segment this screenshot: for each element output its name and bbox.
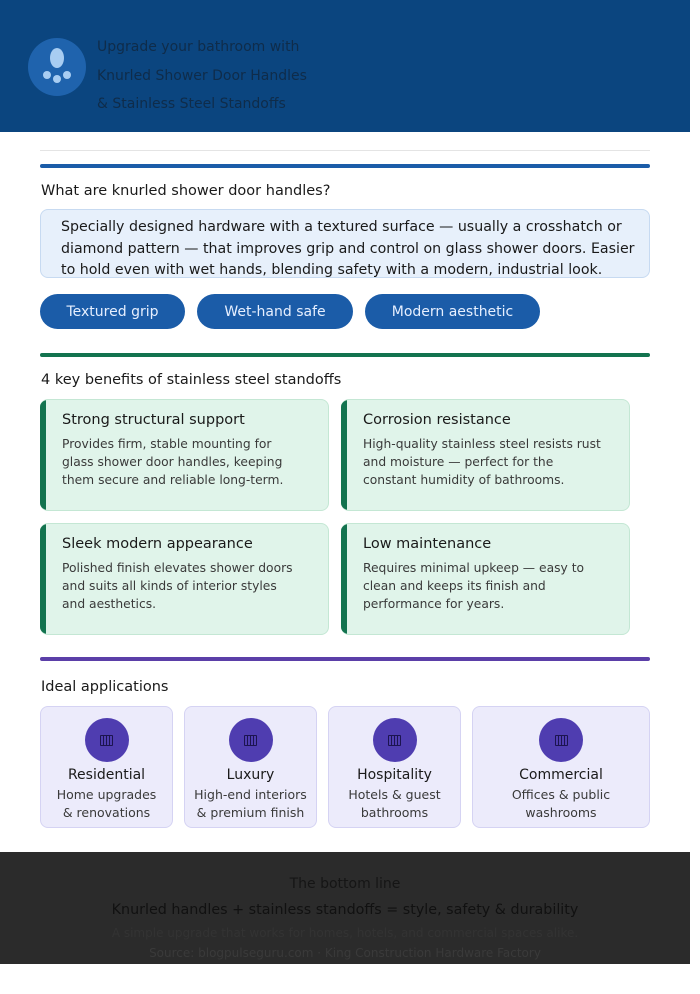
section-divider-purple <box>40 657 650 661</box>
benefit-card: Corrosion resistance High-quality stainl… <box>341 399 630 511</box>
section-heading-handles: What are knurled shower door handles? <box>41 183 331 199</box>
page-title: Upgrade your bathroom with Knurled Showe… <box>97 33 307 119</box>
section-divider-blue <box>40 164 650 168</box>
benefit-desc: Requires minimal upkeep — easy to clean … <box>363 561 585 612</box>
benefit-title: Low maintenance <box>363 536 492 552</box>
application-desc-line: & renovations <box>62 805 151 820</box>
card-accent-bar <box>40 524 46 634</box>
application-name: Luxury <box>226 767 275 783</box>
footer-banner: The bottom line Knurled handles + stainl… <box>0 852 690 964</box>
tag-textured-grip: Textured grip <box>40 294 185 329</box>
application-desc-line: washrooms <box>525 805 597 820</box>
benefit-desc: High-quality stainless steel resists rus… <box>363 437 601 488</box>
benefit-card: Strong structural support Provides firm,… <box>40 399 329 511</box>
application-card-commercial: Commercial Offices & public washrooms <box>472 706 650 828</box>
benefit-card: Sleek modern appearance Polished finish … <box>40 523 329 635</box>
application-name: Commercial <box>519 767 603 783</box>
application-card-residential: Residential Home upgrades & renovations <box>40 706 173 828</box>
application-desc: Offices & public washrooms <box>473 786 649 822</box>
building-icon <box>539 718 583 762</box>
footer-subtext: A simple upgrade that works for homes, h… <box>111 926 579 940</box>
building-icon <box>84 718 129 762</box>
application-desc-line: Hotels & guest <box>348 787 441 802</box>
tag-modern-aesthetic: Modern aesthetic <box>365 294 540 329</box>
application-desc-line: Home upgrades <box>56 787 157 802</box>
title-line-3: & Stainless Steel Standoffs <box>97 96 286 112</box>
application-name: Hospitality <box>357 767 432 783</box>
title-line-1: Upgrade your bathroom with <box>97 39 300 55</box>
footer-formula: Knurled handles + stainless standoffs = … <box>111 902 579 918</box>
tag-wet-hand-safe: Wet-hand safe <box>197 294 353 329</box>
benefit-desc: Polished finish elevates shower doors an… <box>62 561 293 612</box>
section-heading-applications: Ideal applications <box>41 679 169 695</box>
benefit-card: Low maintenance Requires minimal upkeep … <box>341 523 630 635</box>
footer-heading: The bottom line <box>289 876 401 892</box>
application-card-luxury: Luxury High-end interiors & premium fini… <box>184 706 317 828</box>
application-name: Residential <box>67 767 146 783</box>
definition-box: Specially designed hardware with a textu… <box>40 209 650 278</box>
building-icon <box>372 718 417 762</box>
card-accent-bar <box>341 400 347 510</box>
benefit-title: Sleek modern appearance <box>62 536 253 552</box>
divider <box>40 150 650 151</box>
building-icon <box>228 718 273 762</box>
header-banner: Upgrade your bathroom with Knurled Showe… <box>0 0 690 132</box>
application-desc: Hotels & guest bathrooms <box>329 786 460 822</box>
title-line-2: Knurled Shower Door Handles <box>97 67 307 84</box>
section-divider-green <box>40 353 650 357</box>
application-desc: High-end interiors & premium finish <box>185 786 316 822</box>
application-desc-line: High-end interiors <box>194 787 307 802</box>
footer-source: Source: blogpulseguru.com · King Constru… <box>149 946 541 960</box>
application-card-hospitality: Hospitality Hotels & guest bathrooms <box>328 706 461 828</box>
benefit-desc: Provides firm, stable mounting for glass… <box>62 437 284 488</box>
card-accent-bar <box>40 400 46 510</box>
application-desc-line: Offices & public <box>511 787 611 802</box>
water-drops-icon <box>28 38 86 96</box>
definition-text: Specially designed hardware with a textu… <box>61 219 635 278</box>
application-desc-line: bathrooms <box>360 805 429 820</box>
application-desc: Home upgrades & renovations <box>41 786 172 822</box>
card-accent-bar <box>341 524 347 634</box>
benefit-title: Corrosion resistance <box>363 412 511 428</box>
application-desc-line: & premium finish <box>196 805 305 820</box>
benefit-title: Strong structural support <box>62 412 245 428</box>
section-heading-benefits: 4 key benefits of stainless steel stando… <box>41 372 342 388</box>
